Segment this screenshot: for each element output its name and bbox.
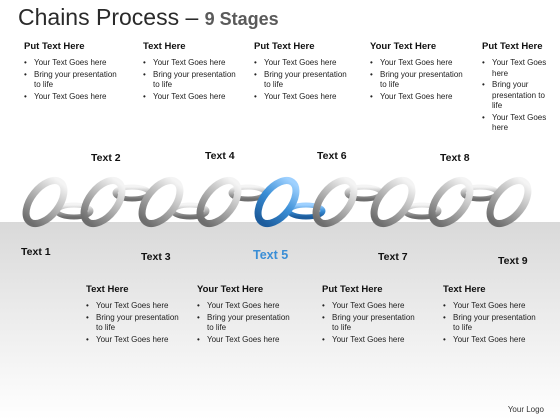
chain-link-highlighted [254,176,300,228]
bullet-item: Bring your presentation to life [197,313,293,334]
bullet-item: Your Text Goes here [86,335,182,346]
stage-label-5-highlighted: Text 5 [253,248,289,262]
top-text-block-1: Put Text Here Your Text Goes here Bring … [24,41,120,103]
chain-link [428,176,474,228]
block-heading: Your Text Here [370,41,437,52]
bullet-item: Bring your presentation to life [370,70,466,91]
title-dash: – [185,4,199,30]
bottom-text-block-3: Put Text Here Your Text Goes here Bring … [322,284,418,346]
bullet-item: Your Text Goes here [143,58,239,69]
bullet-item: Your Text Goes here [197,335,293,346]
chain-link [22,176,68,228]
block-heading: Text Here [143,41,186,52]
bullet-list: Your Text Goes here Bring your presentat… [24,58,120,102]
block-heading: Text Here [86,284,129,295]
block-heading: Put Text Here [254,41,315,52]
stage-label-6: Text 6 [317,150,347,162]
bullet-item: Bring your presentation to life [322,313,418,334]
bottom-text-block-4: Text Here Your Text Goes here Bring your… [443,284,539,346]
chain-link [138,176,184,228]
block-heading: Put Text Here [322,284,383,295]
bullet-item: Bring your presentation to life [482,80,556,112]
chain-diagram [22,176,532,228]
stage-label-2: Text 2 [91,152,121,164]
chain-link [196,176,242,228]
stage-label-4: Text 4 [205,150,235,162]
page-title: Chains Process – 9 Stages [18,4,279,31]
bullet-item: Bring your presentation to life [254,70,350,91]
bullet-item: Your Text Goes here [197,301,293,312]
bullet-item: Bring your presentation to life [24,70,120,91]
stage-label-8: Text 8 [440,152,470,164]
chain-link [80,176,126,228]
bullet-item: Bring your presentation to life [143,70,239,91]
chain-link [486,176,532,228]
logo-text: Your Logo [507,405,544,414]
bullet-item: Your Text Goes here [443,301,539,312]
bullet-item: Your Text Goes here [443,335,539,346]
title-main: Chains Process [18,4,180,30]
bullet-item: Your Text Goes here [254,58,350,69]
bullet-list: Your Text Goes here Bring your presentat… [197,301,293,345]
bottom-text-block-1: Text Here Your Text Goes here Bring your… [86,284,182,346]
chain-link [370,176,416,228]
bullet-item: Your Text Goes here [24,58,120,69]
bullet-list: Your Text Goes here Bring your presentat… [482,58,556,134]
bullet-item: Your Text Goes here [322,301,418,312]
bullet-list: Your Text Goes here Bring your presentat… [322,301,418,345]
chain-link [312,176,358,228]
bullet-item: Your Text Goes here [254,92,350,103]
bullet-list: Your Text Goes here Bring your presentat… [443,301,539,345]
bullet-item: Bring your presentation to life [443,313,539,334]
block-heading: Put Text Here [24,41,85,52]
stage-label-3: Text 3 [141,251,171,263]
block-heading: Text Here [443,284,486,295]
title-subtitle: 9 Stages [204,9,279,29]
bullet-item: Your Text Goes here [143,92,239,103]
top-text-block-4: Your Text Here Your Text Goes here Bring… [370,41,466,103]
top-text-block-5: Put Text Here Your Text Goes here Bring … [482,41,556,135]
bullet-item: Your Text Goes here [370,58,466,69]
bullet-list: Your Text Goes here Bring your presentat… [370,58,466,102]
bottom-text-block-2: Your Text Here Your Text Goes here Bring… [197,284,293,346]
block-heading: Your Text Here [197,284,264,295]
stage-label-7: Text 7 [378,251,408,263]
bullet-list: Your Text Goes here Bring your presentat… [254,58,350,102]
bullet-item: Your Text Goes here [482,58,556,79]
top-text-block-2: Text Here Your Text Goes here Bring your… [143,41,239,103]
bullet-item: Your Text Goes here [86,301,182,312]
bullet-item: Your Text Goes here [370,92,466,103]
bullet-list: Your Text Goes here Bring your presentat… [86,301,182,345]
stage-label-1: Text 1 [21,246,51,258]
stage-label-9: Text 9 [498,255,528,267]
top-text-block-3: Put Text Here Your Text Goes here Bring … [254,41,350,103]
bullet-item: Your Text Goes here [24,92,120,103]
block-heading: Put Text Here [482,41,543,52]
bullet-list: Your Text Goes here Bring your presentat… [143,58,239,102]
bullet-item: Bring your presentation to life [86,313,182,334]
bullet-item: Your Text Goes here [322,335,418,346]
bullet-item: Your Text Goes here [482,113,556,134]
